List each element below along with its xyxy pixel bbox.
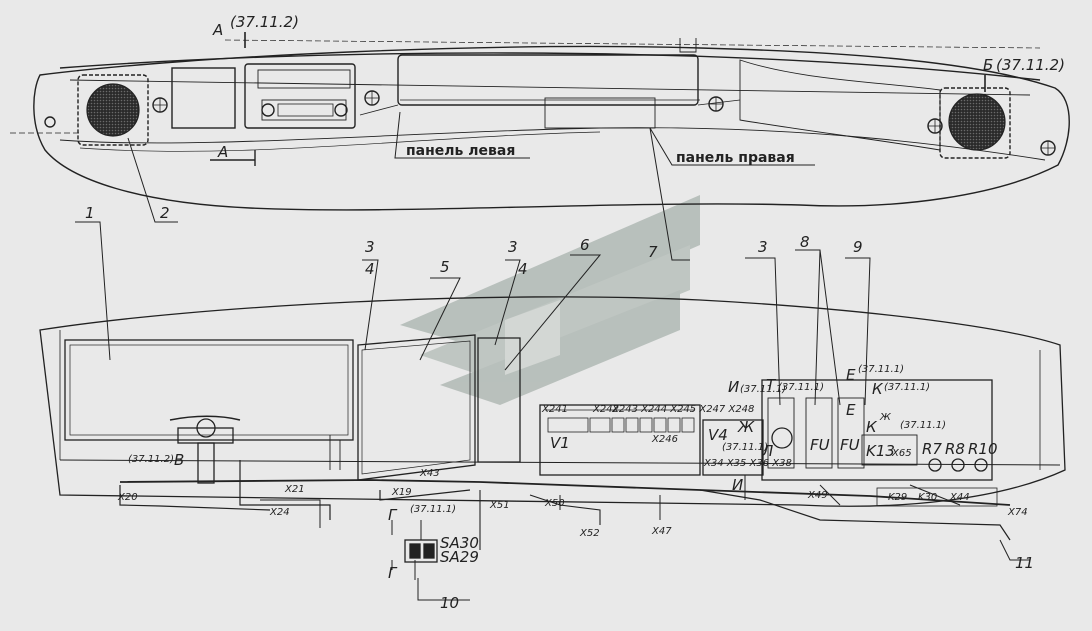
callout-8: 8 <box>800 233 810 251</box>
label-x52: X52 <box>579 528 600 539</box>
watermark-logo <box>400 195 700 405</box>
section-a-lower-letter: А <box>217 143 228 161</box>
callout-3c: 3 <box>758 238 768 256</box>
label-i-bot: И <box>732 476 743 494</box>
top-labels: А (37.11.2) Б (37.11.2) А панель левая п… <box>160 13 1065 261</box>
callout-6: 6 <box>580 236 590 254</box>
label-x49: X49 <box>807 490 828 501</box>
label-e-ref: (37.11.1) <box>858 364 904 375</box>
label-zh2: Ж <box>879 412 892 423</box>
label-x47: X47 <box>651 526 672 537</box>
callout-10: 10 <box>440 594 459 612</box>
callout-4b: 4 <box>518 260 528 278</box>
label-r7: R7 <box>922 440 942 458</box>
label-e-mid: Е <box>846 401 856 419</box>
label-fu1: FU <box>810 436 830 454</box>
section-b-ref: (37.11.2) <box>996 56 1065 74</box>
label-t-ref: (37.11.1) <box>778 382 824 393</box>
section-a-letter: А <box>212 21 223 39</box>
label-i-top: И <box>728 378 739 396</box>
label-x19: X19 <box>391 487 412 498</box>
ref-v4: (37.11.1) <box>722 442 768 453</box>
label-k-top: К <box>872 380 884 398</box>
ref-v: (37.11.2) <box>128 454 174 465</box>
callout-7: 7 <box>648 243 658 261</box>
label-x21: X21 <box>284 484 305 495</box>
label-x51: X51 <box>489 500 510 511</box>
bottom-wiring-view <box>39 221 1066 601</box>
label-sa30: SA30 <box>440 534 479 552</box>
left-speaker <box>86 83 140 137</box>
panel-right-label: панель правая <box>676 150 795 166</box>
label-x43: X43 <box>419 468 440 479</box>
label-x44: X44 <box>949 492 970 503</box>
callout-1: 1 <box>85 204 95 222</box>
callout-9: 9 <box>853 238 863 256</box>
label-x241: X241 <box>541 404 568 415</box>
top-dashboard-view <box>10 32 1070 261</box>
label-v1: V1 <box>550 434 570 452</box>
label-zh: Ж <box>737 418 755 436</box>
label-r10: R10 <box>968 440 998 458</box>
label-x20: X20 <box>117 492 138 503</box>
label-x74: X74 <box>1007 507 1028 518</box>
label-e-top: Е <box>846 366 856 384</box>
label-k-ref2: (37.11.1) <box>900 420 946 431</box>
label-k-bot: К <box>866 418 878 436</box>
letter-g-top: Г <box>388 506 398 524</box>
label-x242: X242 <box>592 404 619 415</box>
label-i-ref: (37.11.1) <box>740 384 786 395</box>
label-x-row: X243 X244 X245 X247 X248 <box>611 404 754 415</box>
panel-left-label: панель левая <box>406 143 515 159</box>
label-k-ref: (37.11.1) <box>884 382 930 393</box>
label-fu2: FU <box>840 436 860 454</box>
label-x65: X65 <box>891 448 912 459</box>
ref-g: (37.11.1) <box>410 504 456 515</box>
callout-3a: 3 <box>365 238 375 256</box>
callout-5: 5 <box>440 258 450 276</box>
bottom-labels: 1 3 4 5 3 4 6 3 8 9 10 11 (37.11.2) В Г … <box>85 204 1034 612</box>
label-x24: X24 <box>269 507 290 518</box>
label-x246: X246 <box>651 434 678 445</box>
label-r8: R8 <box>945 440 965 458</box>
label-k13: K13 <box>866 442 895 460</box>
label-k29: K29 <box>888 492 907 503</box>
callout-2: 2 <box>160 204 170 222</box>
label-l: Л <box>761 442 773 460</box>
label-t-top: Т <box>766 376 777 394</box>
callout-11: 11 <box>1015 554 1034 572</box>
label-sa29: SA29 <box>440 548 479 566</box>
right-speaker <box>948 93 1006 151</box>
letter-v: В <box>174 451 184 469</box>
section-b-letter: Б <box>983 56 993 74</box>
label-x50: X50 <box>544 498 565 509</box>
section-a-ref: (37.11.2) <box>230 13 299 31</box>
letter-g-bot: Г <box>388 564 398 582</box>
label-x-v4: X34 X35 X36 X38 <box>703 458 792 469</box>
label-v4: V4 <box>708 426 728 444</box>
callout-3b: 3 <box>508 238 518 256</box>
label-k30: K30 <box>918 492 937 503</box>
callout-4a: 4 <box>365 260 375 278</box>
